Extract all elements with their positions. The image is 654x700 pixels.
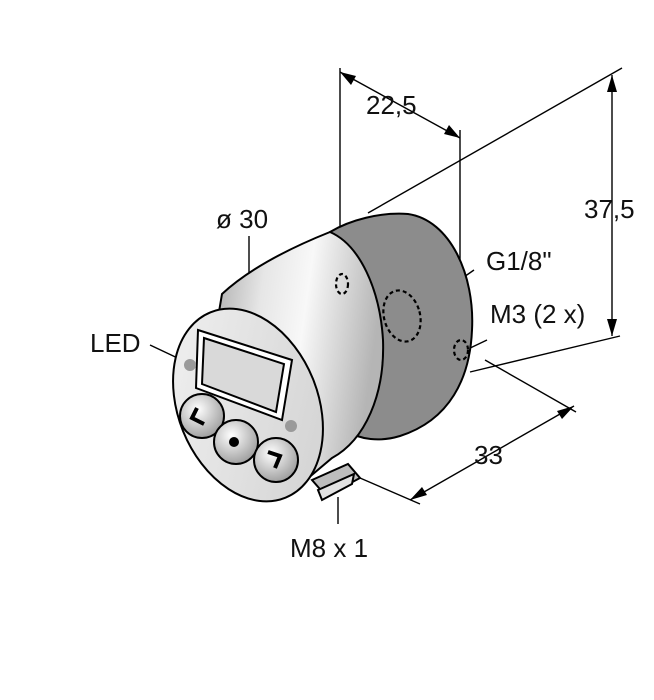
display-window (194, 328, 294, 422)
port-g18 (382, 289, 422, 343)
led-indicator-left (184, 359, 196, 371)
callout-led: LED (90, 328, 141, 358)
dot-icon (229, 437, 239, 447)
mount-hole-top (334, 272, 350, 296)
dimension-depth: 22,5 (366, 90, 417, 120)
dimension-length: 33 (474, 440, 503, 470)
callout-mount-holes: M3 (2 x) (490, 299, 585, 329)
button-left (179, 393, 225, 439)
callout-connector: M8 x 1 (290, 533, 368, 563)
callout-port-thread: G1/8" (486, 246, 552, 276)
m8-connector (310, 462, 362, 502)
led-indicator-right (285, 420, 297, 432)
dimension-height: 37,5 (584, 194, 635, 224)
chevron-right-icon (267, 450, 283, 469)
button-right (253, 437, 299, 483)
button-center (213, 419, 259, 465)
dimension-diameter: ø 30 (216, 204, 268, 234)
chevron-left-icon (189, 407, 205, 426)
mount-hole-bottom (452, 338, 470, 362)
